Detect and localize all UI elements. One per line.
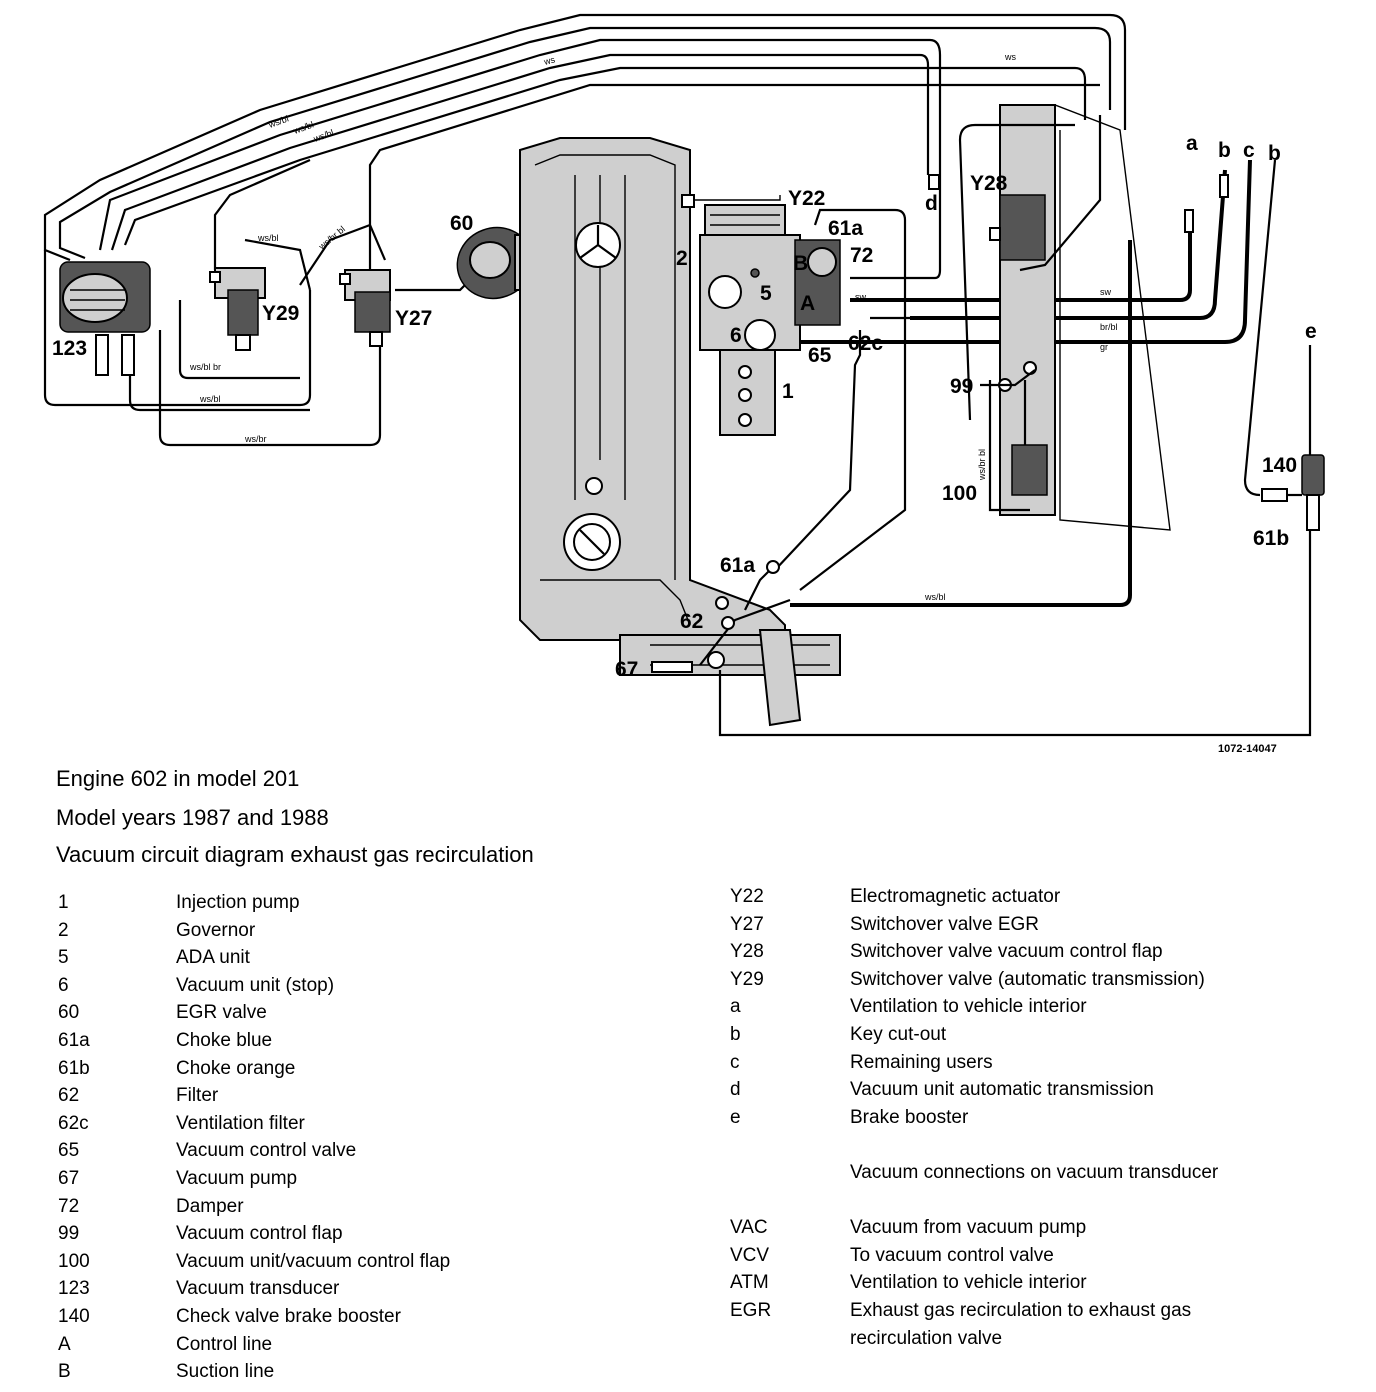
wire-color-label: sw (855, 292, 867, 302)
label-67: 67 (615, 658, 638, 681)
label-a: a (1186, 132, 1198, 155)
label-140: 140 (1262, 454, 1297, 477)
label-6: 6 (730, 324, 742, 347)
transducer-heading: Vacuum connections on vacuum transducer (850, 1161, 1219, 1183)
engine-block (519, 137, 841, 727)
switchover-valve-y29 (209, 267, 266, 351)
wire-color-label: ws/bl (924, 592, 946, 602)
label-99: 99 (950, 375, 973, 398)
title-engine: Engine 602 in model 201 (56, 766, 300, 791)
document-number: 1072-14047 (1218, 743, 1277, 755)
label-b-key: b (1218, 139, 1231, 162)
wire-color-label: ws/bl (266, 113, 290, 130)
label-e: e (1305, 320, 1317, 343)
title-model-years: Model years 1987 and 1988 (56, 805, 329, 830)
title-diagram: Vacuum circuit diagram exhaust gas recir… (56, 842, 534, 867)
label-d: d (925, 192, 938, 215)
wire-color-label: ws (1004, 52, 1016, 62)
wire-color-label: br/bl (1100, 322, 1118, 332)
label-c: c (1243, 139, 1255, 162)
switchover-valve-y27 (339, 269, 391, 347)
label-y27: Y27 (395, 307, 432, 330)
label-72: 72 (850, 244, 873, 267)
wire-color-label: ws/bl (199, 394, 221, 404)
label-123: 123 (52, 337, 87, 360)
wire-color-label: ws/br (244, 434, 267, 444)
check-valve-brake-booster-140 (1261, 454, 1325, 531)
wire-color-label: ws (542, 54, 557, 67)
injection-pump-assembly (681, 194, 841, 436)
lower-left-hoses (43, 223, 481, 447)
wire-color-label: gr (1100, 342, 1108, 352)
label-2: 2 (676, 247, 688, 270)
label-y28: Y28 (970, 172, 1008, 195)
vacuum-control-flap-assembly (958, 104, 1171, 531)
label-y29: Y29 (262, 302, 299, 325)
label-100: 100 (942, 482, 977, 505)
label-5: 5 (760, 282, 772, 305)
vacuum-transducer-123 (59, 261, 151, 376)
label-61a-top: 61a (828, 217, 863, 240)
wire-color-label: ws/bl br (189, 362, 221, 372)
right-side-lines (718, 159, 1312, 737)
wire-color-label: ws/br bl (977, 449, 987, 481)
label-65: 65 (808, 344, 832, 367)
wire-color-label: ws/bl (291, 119, 315, 136)
label-b-suction: B (793, 252, 808, 275)
label-61b: 61b (1253, 527, 1289, 550)
label-60: 60 (450, 212, 473, 235)
label-1: 1 (782, 380, 794, 403)
wire-color-label: ws/bl (311, 127, 335, 144)
wire-color-label: ws/bl (257, 233, 279, 243)
top-hose-bundle (43, 13, 1127, 270)
label-61a-bottom: 61a (720, 554, 755, 577)
label-62: 62 (680, 610, 703, 633)
label-y22: Y22 (788, 187, 825, 210)
label-b-key-2: b (1268, 142, 1281, 165)
wire-color-label: ws/br bl (316, 224, 347, 252)
vacuum-circuit-diagram: ws/bl ws/bl ws/bl ws ws ws ws/bl ws/br w… (43, 13, 1325, 737)
vacuum-pump-area (651, 560, 791, 673)
wire-color-label: sw (1100, 287, 1112, 297)
label-a-control: A (800, 292, 815, 315)
